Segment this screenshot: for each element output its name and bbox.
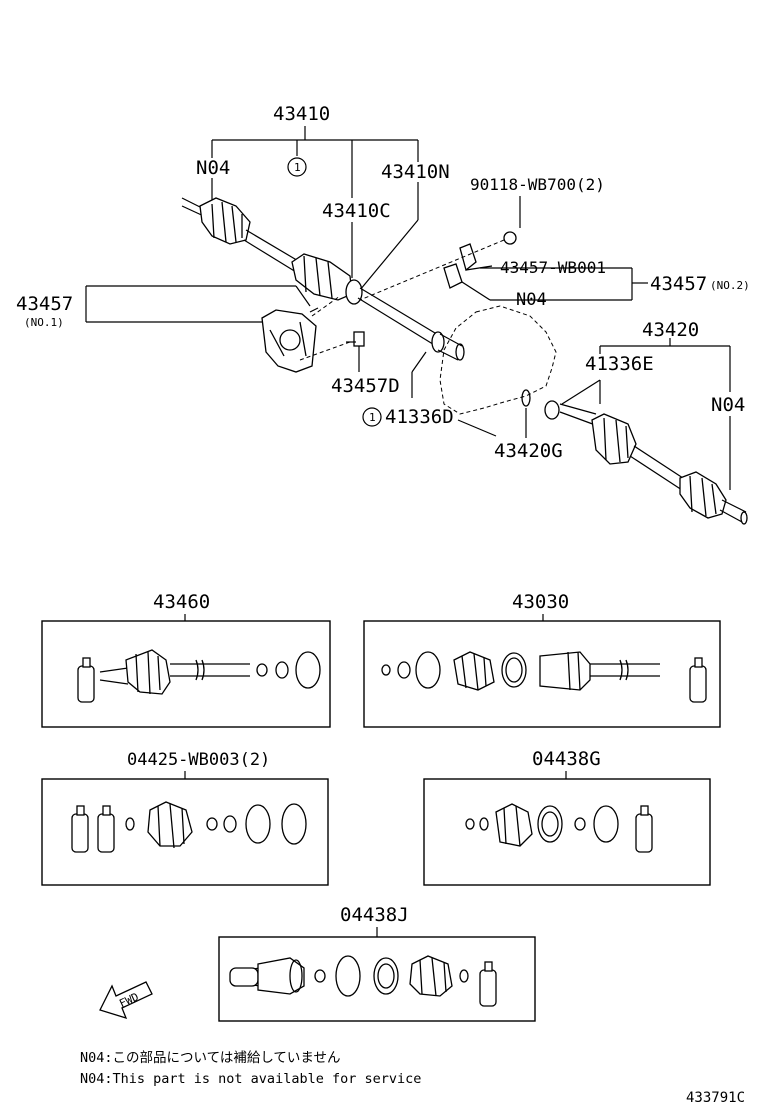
kit-label-43030: 43030 bbox=[512, 591, 569, 613]
label-no1: (NO.1) bbox=[24, 316, 64, 329]
label-ref-1-bottom: 1 bbox=[369, 411, 376, 424]
kit-04425-wb003: 04425-WB003(2) bbox=[41, 750, 329, 886]
callout-lines-43420 bbox=[599, 338, 731, 490]
label-43410: 43410 bbox=[273, 103, 330, 125]
label-41336E: 41336E bbox=[585, 353, 654, 375]
bearing-bracket bbox=[261, 295, 351, 373]
callout-lines-43457-no1 bbox=[85, 285, 311, 323]
kit-04438J: 04438J bbox=[218, 904, 536, 1022]
right-driveshaft bbox=[544, 379, 748, 525]
label-43457-wb001: 43457-WB001 bbox=[500, 258, 606, 277]
bolt-90118 bbox=[359, 196, 521, 301]
transaxle-housing bbox=[411, 305, 557, 438]
label-n04-left: N04 bbox=[196, 157, 230, 179]
left-driveshaft bbox=[181, 197, 465, 361]
reference-mark-1b bbox=[362, 407, 382, 427]
kit-label-04438G: 04438G bbox=[532, 748, 601, 770]
label-43457D: 43457D bbox=[331, 375, 400, 397]
label-no2: (NO.2) bbox=[710, 279, 750, 292]
kit-label-04438J: 04438J bbox=[340, 904, 409, 926]
kit-04438G: 04438G bbox=[423, 748, 711, 886]
reference-mark-1 bbox=[287, 157, 307, 177]
clip-43457-no2 bbox=[443, 243, 648, 301]
label-43457-no1: 43457 bbox=[16, 293, 73, 315]
note-english: N04:This part is not available for servi… bbox=[80, 1071, 421, 1087]
bolt-43457D bbox=[346, 331, 365, 372]
kit-43460: 43460 bbox=[41, 591, 331, 728]
kit-label-04425: 04425-WB003(2) bbox=[127, 750, 270, 770]
fwd-arrow-icon: FWD bbox=[99, 981, 153, 1020]
kit-label-43460: 43460 bbox=[153, 591, 210, 613]
label-n04-mid: N04 bbox=[516, 290, 547, 310]
label-ref-1-top: 1 bbox=[294, 161, 301, 174]
kit-43030: 43030 bbox=[363, 591, 721, 728]
label-43420: 43420 bbox=[642, 319, 699, 341]
label-43410N: 43410N bbox=[381, 161, 450, 183]
label-43420G: 43420G bbox=[494, 440, 563, 462]
label-43410C: 43410C bbox=[322, 200, 391, 222]
label-90118: 90118-WB700(2) bbox=[470, 175, 605, 194]
callout-lines-43410 bbox=[211, 126, 419, 291]
label-43457-no2: 43457 bbox=[650, 273, 707, 295]
note-japanese: N04:この部品については補給していません bbox=[80, 1050, 341, 1066]
label-41336D: 41336D bbox=[385, 406, 454, 428]
catalog-id: 433791C bbox=[686, 1090, 745, 1106]
label-n04-right: N04 bbox=[711, 394, 745, 416]
